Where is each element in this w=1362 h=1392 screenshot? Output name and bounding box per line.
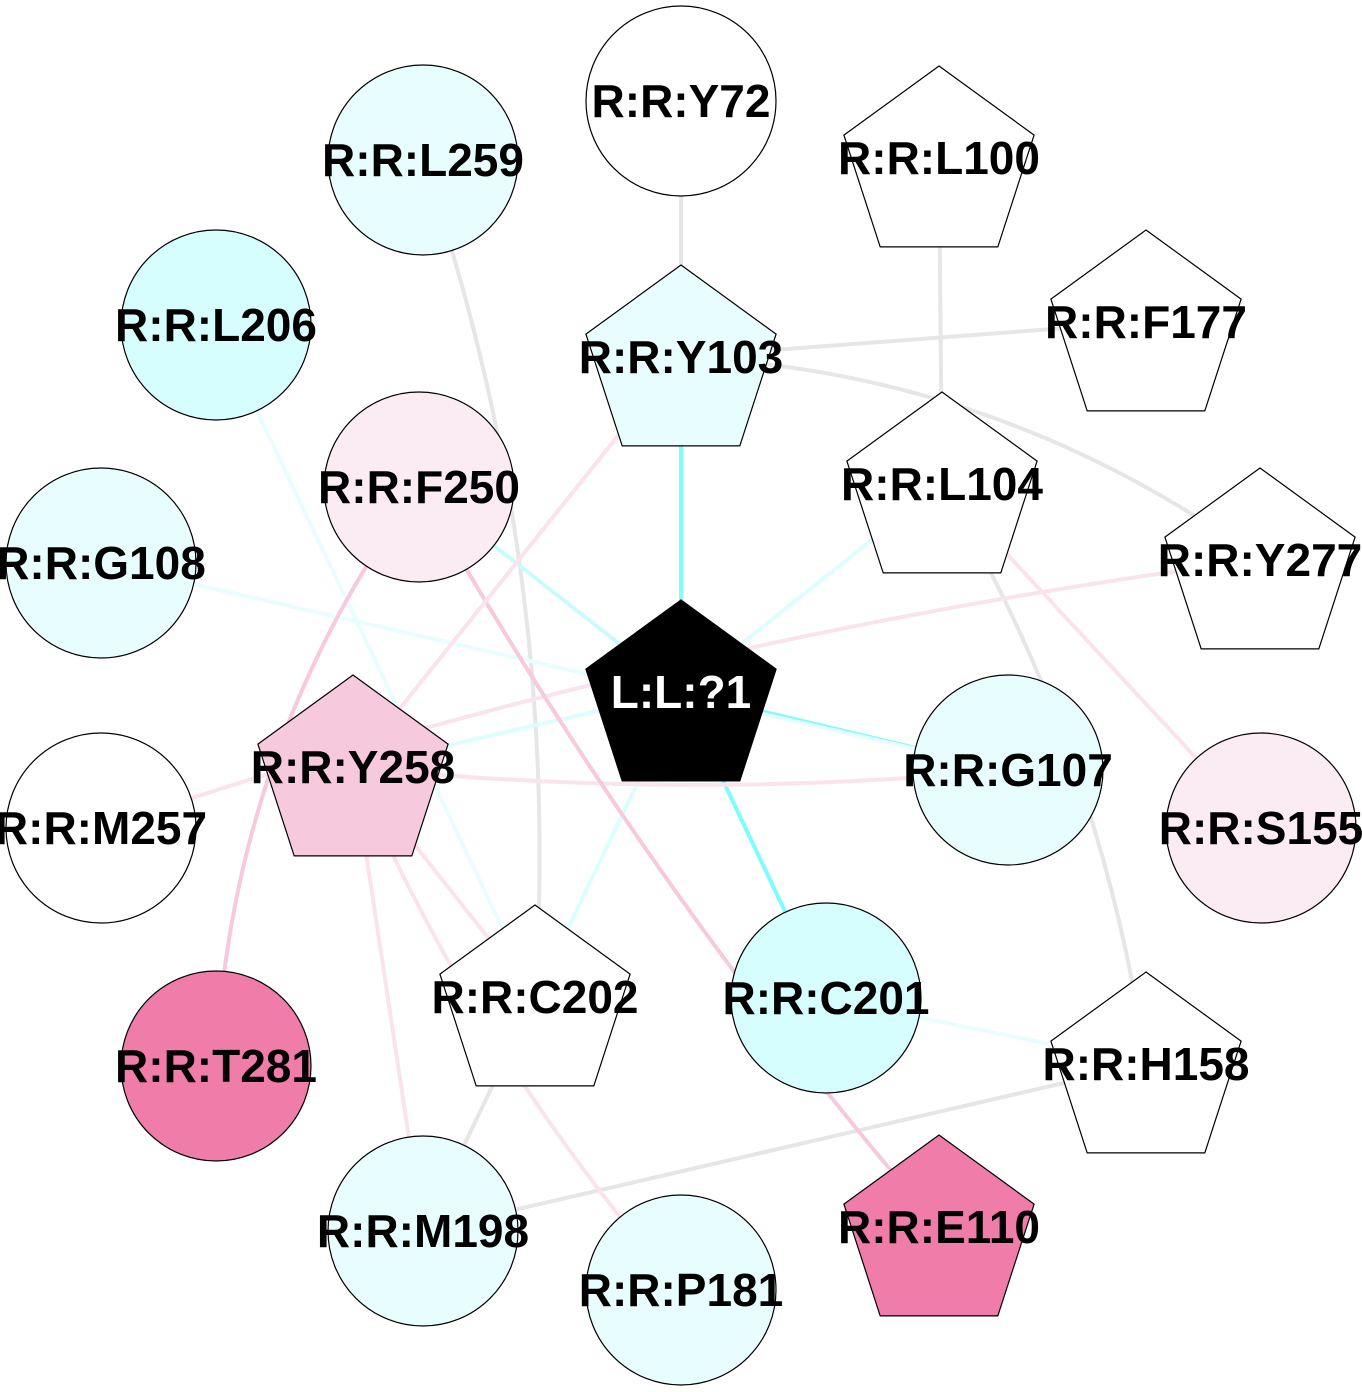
circle-node-shape: [1165, 732, 1357, 924]
node-label: R:R:L259: [322, 134, 524, 186]
node-label: R:R:C201: [722, 972, 929, 1024]
node-label: L:L:?1: [611, 666, 752, 718]
edge-y103-y277: [680, 355, 1262, 562]
node-f250[interactable]: R:R:F250: [318, 391, 520, 583]
node-label: R:R:Y277: [1158, 534, 1362, 586]
node-l104[interactable]: R:R:L104: [841, 391, 1043, 574]
node-label: R:R:F177: [1045, 296, 1247, 348]
edge-g108-g107: [100, 561, 1009, 772]
node-label: R:R:F250: [318, 461, 520, 513]
node-t281[interactable]: R:R:T281: [115, 970, 317, 1162]
node-l206[interactable]: R:R:L206: [115, 229, 317, 421]
node-label: R:R:T281: [115, 1040, 317, 1092]
node-l100[interactable]: R:R:L100: [838, 65, 1040, 248]
node-c201[interactable]: R:R:C201: [722, 902, 930, 1094]
circle-node-shape: [327, 1135, 519, 1327]
pentagon-node-shape: [585, 599, 777, 782]
circle-node-shape: [327, 64, 519, 256]
circle-node-shape: [585, 5, 777, 197]
edge-m198-h158: [422, 1062, 1147, 1233]
node-label: R:R:G107: [903, 744, 1113, 796]
node-label: R:R:G108: [0, 537, 206, 589]
pentagon-node-shape: [439, 904, 631, 1087]
pentagon-node-shape: [257, 674, 449, 857]
pentagon-node-shape: [843, 1134, 1035, 1317]
circle-node-shape: [730, 902, 922, 1094]
node-label: R:R:L104: [841, 458, 1043, 510]
pentagon-node-shape: [1164, 467, 1356, 650]
node-label: R:R:L100: [838, 132, 1040, 184]
node-y103[interactable]: R:R:Y103: [579, 264, 784, 447]
node-f177[interactable]: R:R:F177: [1045, 229, 1247, 412]
node-l259[interactable]: R:R:L259: [322, 64, 524, 256]
node-g108[interactable]: R:R:G108: [0, 467, 206, 659]
edge-l259-c202: [421, 159, 542, 998]
node-label: R:R:Y72: [592, 75, 771, 127]
node-p181[interactable]: R:R:P181: [579, 1194, 784, 1386]
node-label: R:R:M257: [0, 802, 207, 854]
circle-node-shape: [323, 391, 515, 583]
circle-node-shape: [912, 674, 1104, 866]
node-e110[interactable]: R:R:E110: [838, 1134, 1040, 1317]
node-label: R:R:L206: [115, 299, 317, 351]
node-label: R:R:Y258: [251, 741, 456, 793]
pentagon-node-shape: [843, 65, 1035, 248]
edge-l206-c202: [214, 324, 537, 998]
circle-node-shape: [120, 229, 312, 421]
circle-node-shape: [585, 1194, 777, 1386]
circle-node-shape: [120, 970, 312, 1162]
node-m198[interactable]: R:R:M198: [317, 1135, 529, 1327]
node-s155[interactable]: R:R:S155: [1159, 732, 1362, 924]
node-label: R:R:P181: [579, 1264, 784, 1316]
pentagon-node-shape: [846, 391, 1038, 574]
circle-node-shape: [5, 732, 197, 924]
node-y277[interactable]: R:R:Y277: [1158, 467, 1362, 650]
node-label: R:R:S155: [1159, 802, 1362, 854]
node-label: R:R:H158: [1042, 1038, 1249, 1090]
node-h158[interactable]: R:R:H158: [1042, 971, 1250, 1154]
node-label: R:R:M198: [317, 1205, 529, 1257]
node-y72[interactable]: R:R:Y72: [585, 5, 777, 197]
node-label: R:R:Y103: [579, 331, 784, 383]
node-g107[interactable]: R:R:G107: [903, 674, 1113, 866]
node-c202[interactable]: R:R:C202: [431, 904, 639, 1087]
node-label: R:R:E110: [838, 1201, 1040, 1253]
pentagon-node-shape: [585, 264, 777, 447]
node-label: R:R:C202: [431, 971, 638, 1023]
pentagon-node-shape: [1050, 971, 1242, 1154]
node-y258[interactable]: R:R:Y258: [251, 674, 456, 857]
pentagon-node-shape: [1050, 229, 1242, 412]
circle-node-shape: [5, 467, 197, 659]
node-m257[interactable]: R:R:M257: [0, 732, 207, 924]
node-lig[interactable]: L:L:?1: [585, 599, 777, 782]
